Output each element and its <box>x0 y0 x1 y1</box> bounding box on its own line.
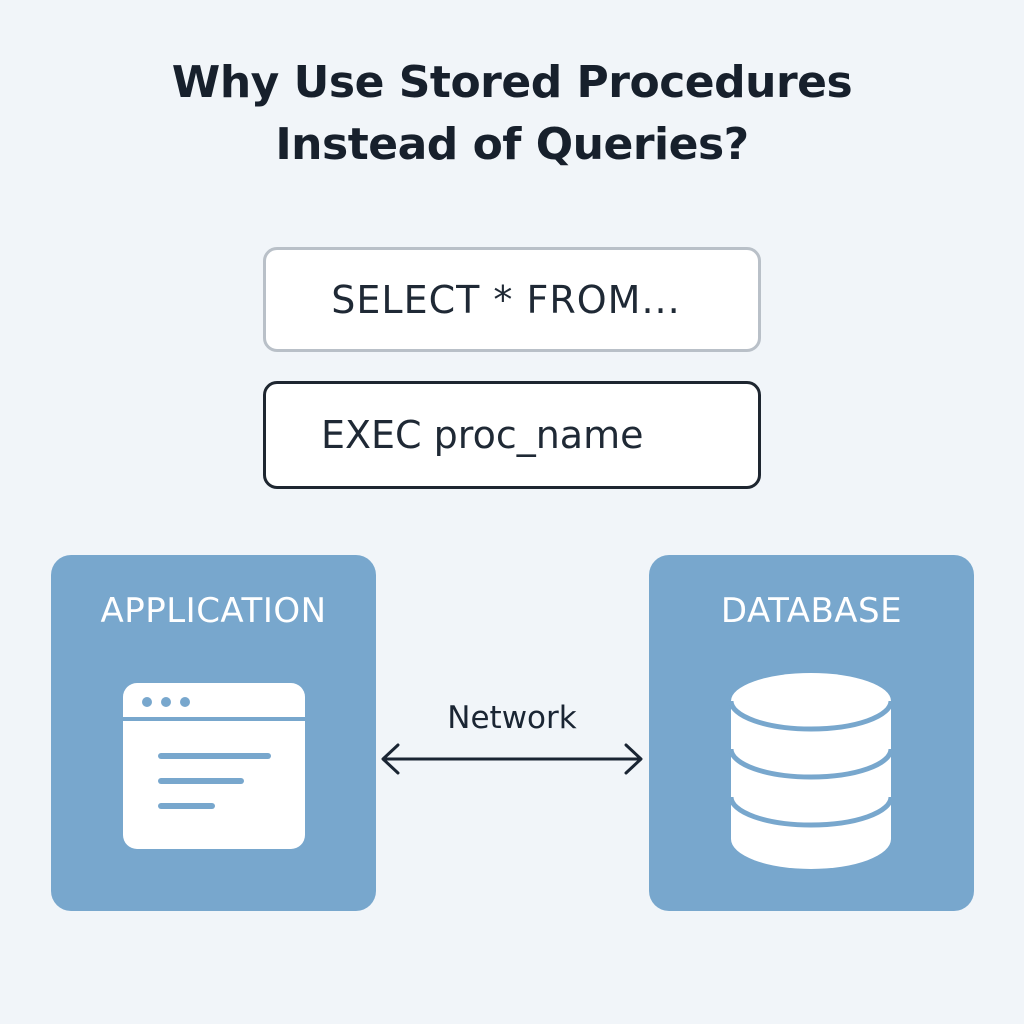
double-arrow-icon <box>381 743 643 775</box>
application-panel: APPLICATION <box>51 555 376 911</box>
query-text: SELECT * FROM... <box>331 277 681 322</box>
title-line-1: Why Use Stored Procedures <box>171 57 853 108</box>
app-window-icon <box>123 683 305 849</box>
database-label: DATABASE <box>720 591 903 631</box>
application-label: APPLICATION <box>100 591 327 631</box>
title-line-2: Instead of Queries? <box>275 119 749 170</box>
page-title: Why Use Stored Procedures Instead of Que… <box>0 52 1024 176</box>
database-icon <box>729 673 893 869</box>
procedure-box: EXEC proc_name <box>263 381 761 489</box>
procedure-text: EXEC proc_name <box>321 413 644 457</box>
database-panel: DATABASE <box>649 555 974 911</box>
network-label: Network <box>447 700 577 736</box>
query-box: SELECT * FROM... <box>263 247 761 352</box>
